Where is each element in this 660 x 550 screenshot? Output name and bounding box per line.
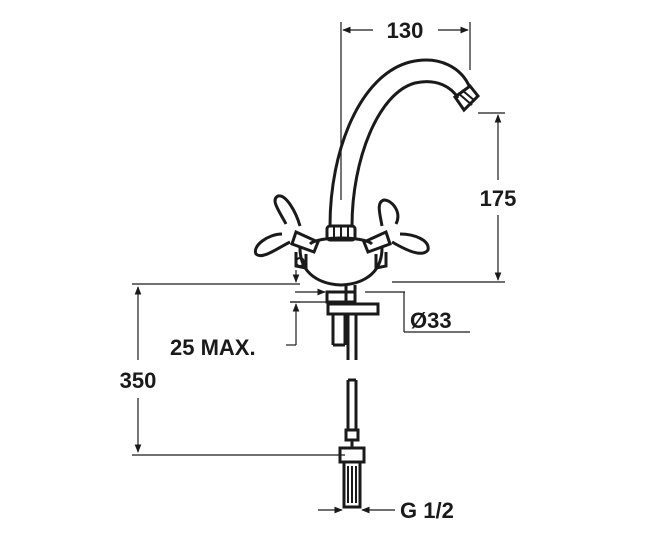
dimension-label-130: 130 — [387, 18, 424, 43]
dimension-label-25-max: 25 MAX. — [170, 335, 256, 360]
dimension-label-diameter: Ø33 — [410, 308, 452, 333]
dimension-175: 175 — [392, 112, 517, 283]
dimension-label-175: 175 — [480, 186, 517, 211]
dimension-diameter: Ø33 — [295, 288, 470, 333]
dimension-130: 130 — [340, 18, 471, 200]
supply-hoses — [331, 314, 366, 509]
mixer-body — [298, 236, 384, 287]
dimension-label-350: 350 — [120, 368, 157, 393]
dimension-label-thread: G 1/2 — [400, 498, 454, 523]
deck-and-base — [132, 283, 380, 316]
spout — [325, 58, 481, 242]
dimension-thread: G 1/2 — [318, 498, 454, 523]
right-cross-handle — [362, 198, 430, 270]
dimension-25-max: 25 MAX. — [170, 270, 300, 360]
dimension-350: 350 — [120, 286, 345, 456]
left-cross-handle — [253, 194, 320, 270]
